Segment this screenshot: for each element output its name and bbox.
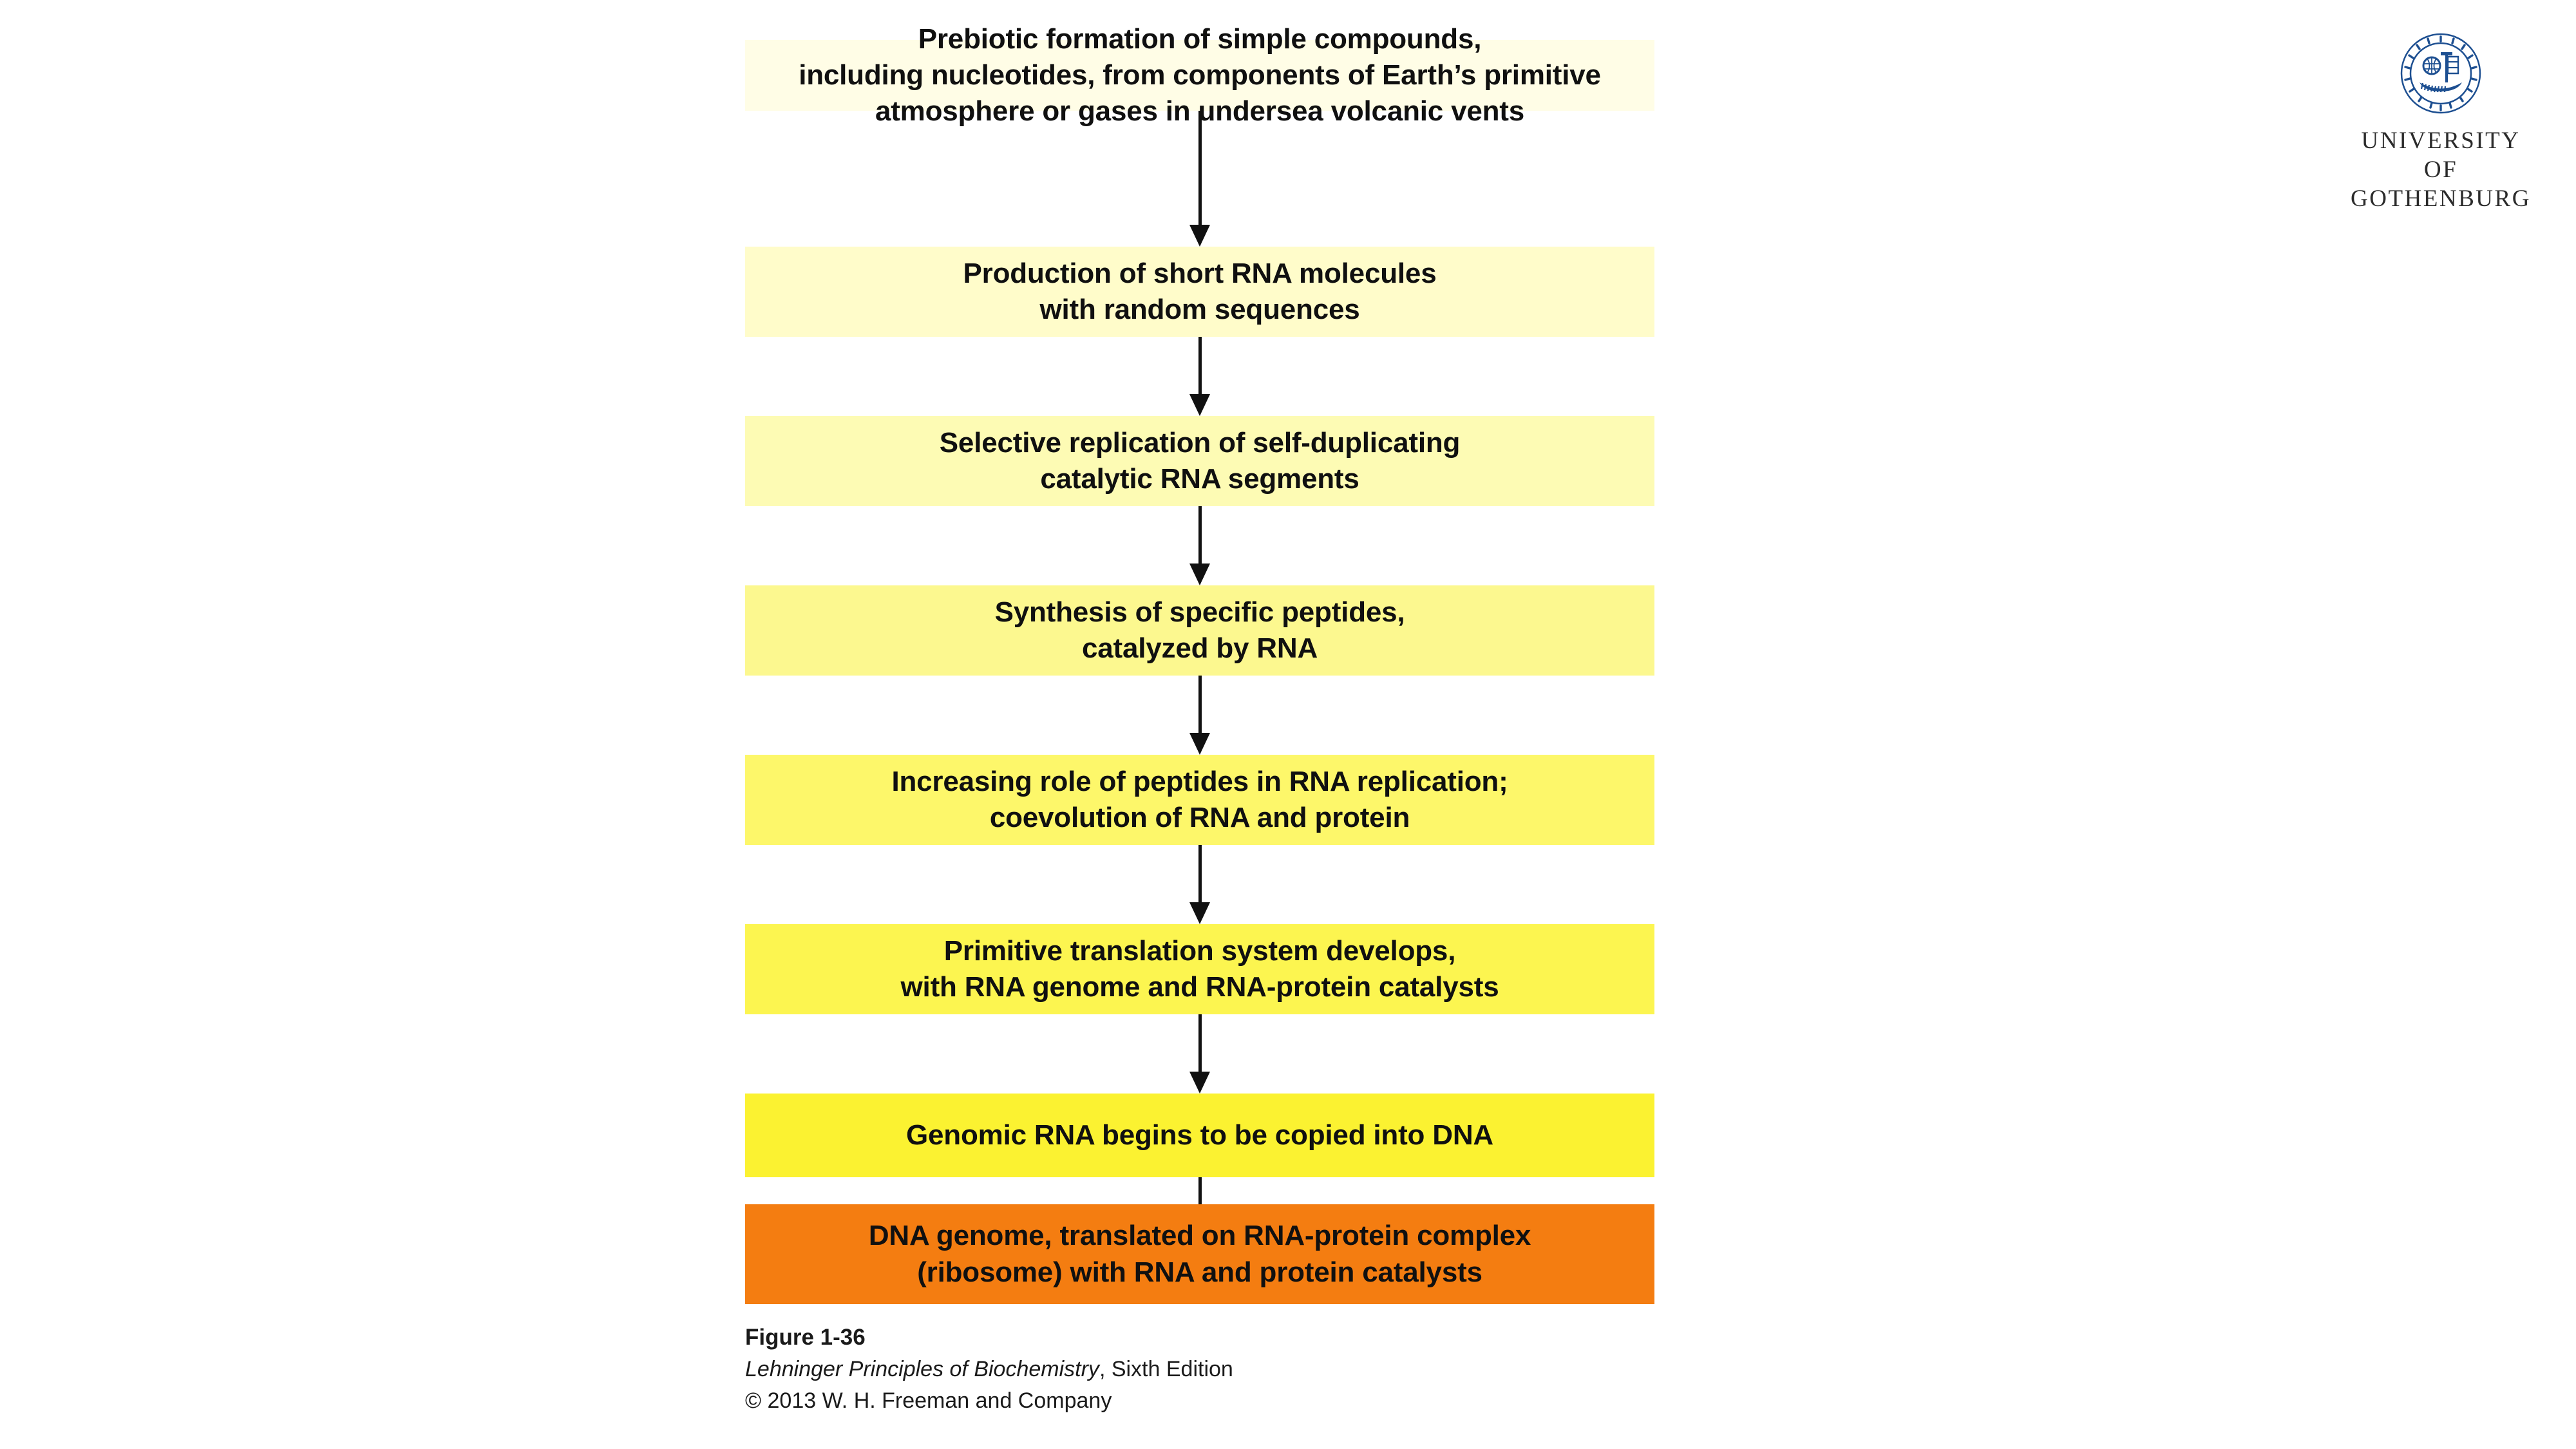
caption-source: Lehninger Principles of Biochemistry, Si… (745, 1354, 1233, 1385)
flow-step-1-label: Prebiotic formation of simple compounds,… (799, 23, 1601, 128)
flow-step-8: DNA genome, translated on RNA-protein co… (745, 1204, 1654, 1304)
caption-source-title: Lehninger Principles of Biochemistry (745, 1356, 1099, 1381)
flow-step-6-label: Primitive translation system develops, w… (900, 934, 1499, 1003)
flow-arrow-2-to-3 (1180, 337, 1219, 416)
flow-step-2: Production of short RNA molecules with r… (745, 247, 1654, 337)
flow-arrow-6-to-7 (1180, 1014, 1219, 1094)
flow-step-1: Prebiotic formation of simple compounds,… (745, 23, 1654, 127)
flow-step-3-label: Selective replication of self-duplicatin… (939, 426, 1461, 495)
flow-arrow-1-to-2 (1180, 111, 1219, 247)
flow-step-5-label: Increasing role of peptides in RNA repli… (891, 765, 1508, 833)
flow-step-4-label: Synthesis of specific peptides, catalyze… (994, 596, 1405, 664)
flow-arrow-3-to-4 (1180, 506, 1219, 585)
figure-caption: Figure 1-36 Lehninger Principles of Bioc… (745, 1321, 1233, 1417)
flow-step-7: Genomic RNA begins to be copied into DNA (745, 1094, 1654, 1177)
flow-arrow-5-to-6 (1180, 845, 1219, 924)
flow-arrow-4-to-5 (1180, 676, 1219, 755)
flow-step-8-label: DNA genome, translated on RNA-protein co… (868, 1220, 1531, 1288)
flow-step-2-label: Production of short RNA molecules with r… (963, 257, 1437, 325)
flow-step-7-label: Genomic RNA begins to be copied into DNA (906, 1119, 1493, 1151)
caption-source-edition: , Sixth Edition (1099, 1356, 1233, 1381)
caption-copyright: © 2013 W. H. Freeman and Company (745, 1388, 1112, 1413)
university-wordmark: UNIVERSITY OF GOTHENBURG (2351, 128, 2531, 213)
flow-step-5: Increasing role of peptides in RNA repli… (745, 755, 1654, 845)
flow-step-6: Primitive translation system develops, w… (745, 924, 1654, 1014)
flow-step-4: Synthesis of specific peptides, catalyze… (745, 585, 1654, 676)
gothenburg-seal-icon (2400, 33, 2481, 114)
university-logo: UNIVERSITY OF GOTHENBURG (2344, 32, 2537, 213)
flow-step-3: Selective replication of self-duplicatin… (745, 416, 1654, 506)
caption-figure-number: Figure 1-36 (745, 1325, 866, 1350)
